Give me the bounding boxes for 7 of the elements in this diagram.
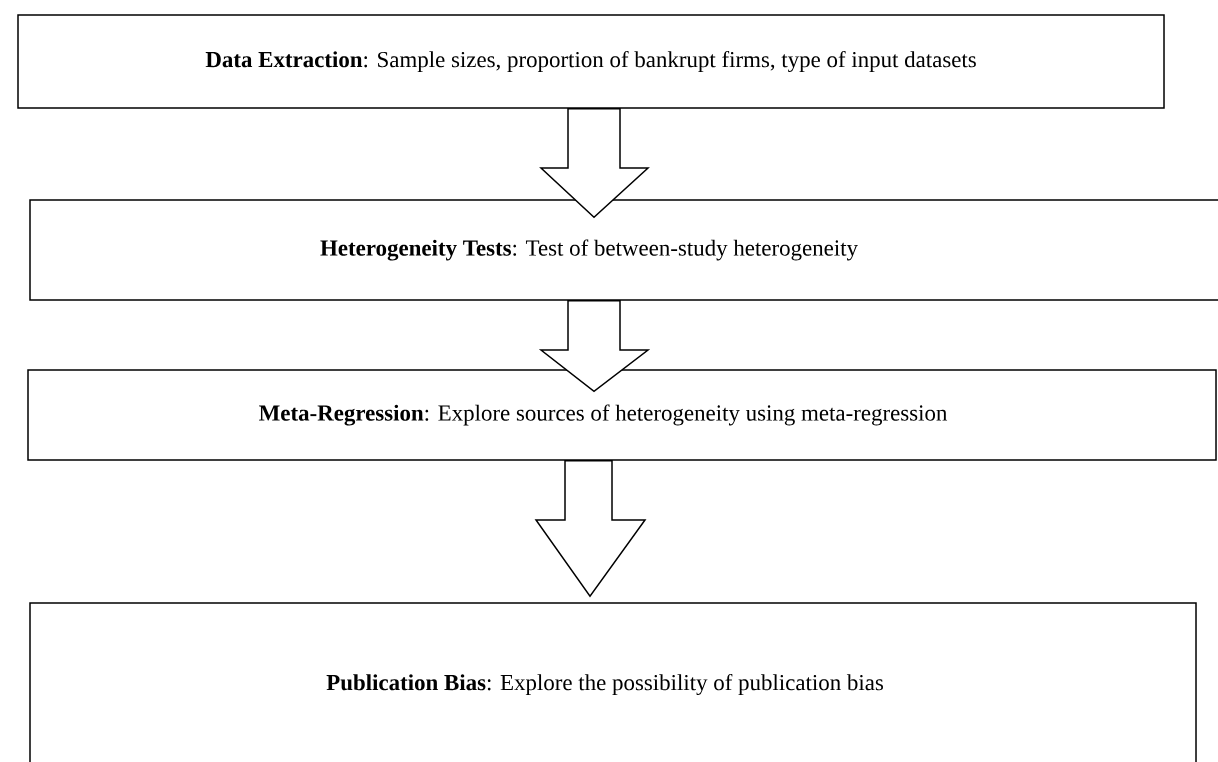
process-box: Data Extraction: Sample sizes, proportion of bankrupt firms, type of input datasets <box>17 14 1165 109</box>
block-arrow <box>539 108 650 219</box>
process-box: Publication Bias: Explore the possibility of publication bias <box>29 602 1197 762</box>
block-arrow <box>534 460 647 598</box>
process-box: Heterogeneity Tests: Test of between-study heterogeneity <box>29 199 1218 301</box>
block-arrow <box>538 300 651 393</box>
process-box: Meta-Regression: Explore sources of heterogeneity using meta-regression <box>27 369 1217 461</box>
